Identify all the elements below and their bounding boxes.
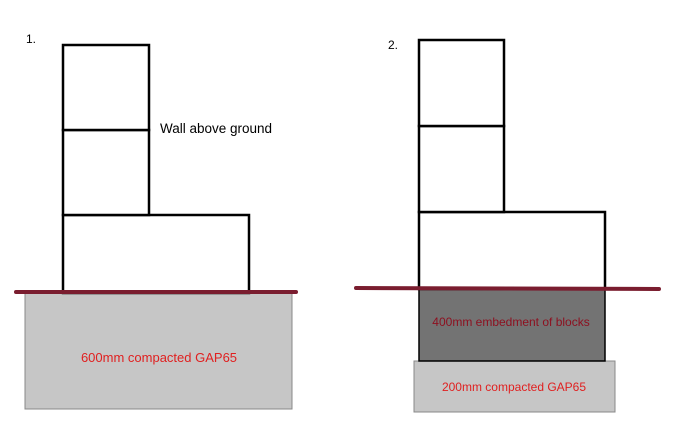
- diagram-1-block-middle: [61, 128, 151, 217]
- diagram-2-ground-line: [354, 286, 661, 291]
- diagram-2-embedment-label: 400mm embedment of blocks: [432, 315, 589, 329]
- diagram-2: 2. 400mm embedment of blocks 200mm compa…: [354, 38, 661, 413]
- diagram-2-block-top: [417, 38, 506, 128]
- diagram-2-block-middle: [417, 124, 506, 214]
- diagram-1-number: 1.: [26, 32, 36, 46]
- diagram-2-base-label: 200mm compacted GAP65: [442, 380, 586, 394]
- diagram-1-gravel-base: [24, 292, 293, 410]
- diagram-2-block-bottom: [417, 210, 607, 291]
- diagram-2-number: 2.: [388, 38, 398, 52]
- diagram-1-block-bottom: [61, 213, 251, 295]
- diagram-1-block-top: [61, 43, 151, 132]
- diagram-1-base-label: 600mm compacted GAP65: [81, 350, 237, 365]
- diagram-2-gravel-base: [413, 360, 616, 413]
- diagram-1-wall-label: Wall above ground: [160, 121, 272, 136]
- diagram-1: 1. Wall above ground 600mm compacted GAP…: [14, 32, 298, 410]
